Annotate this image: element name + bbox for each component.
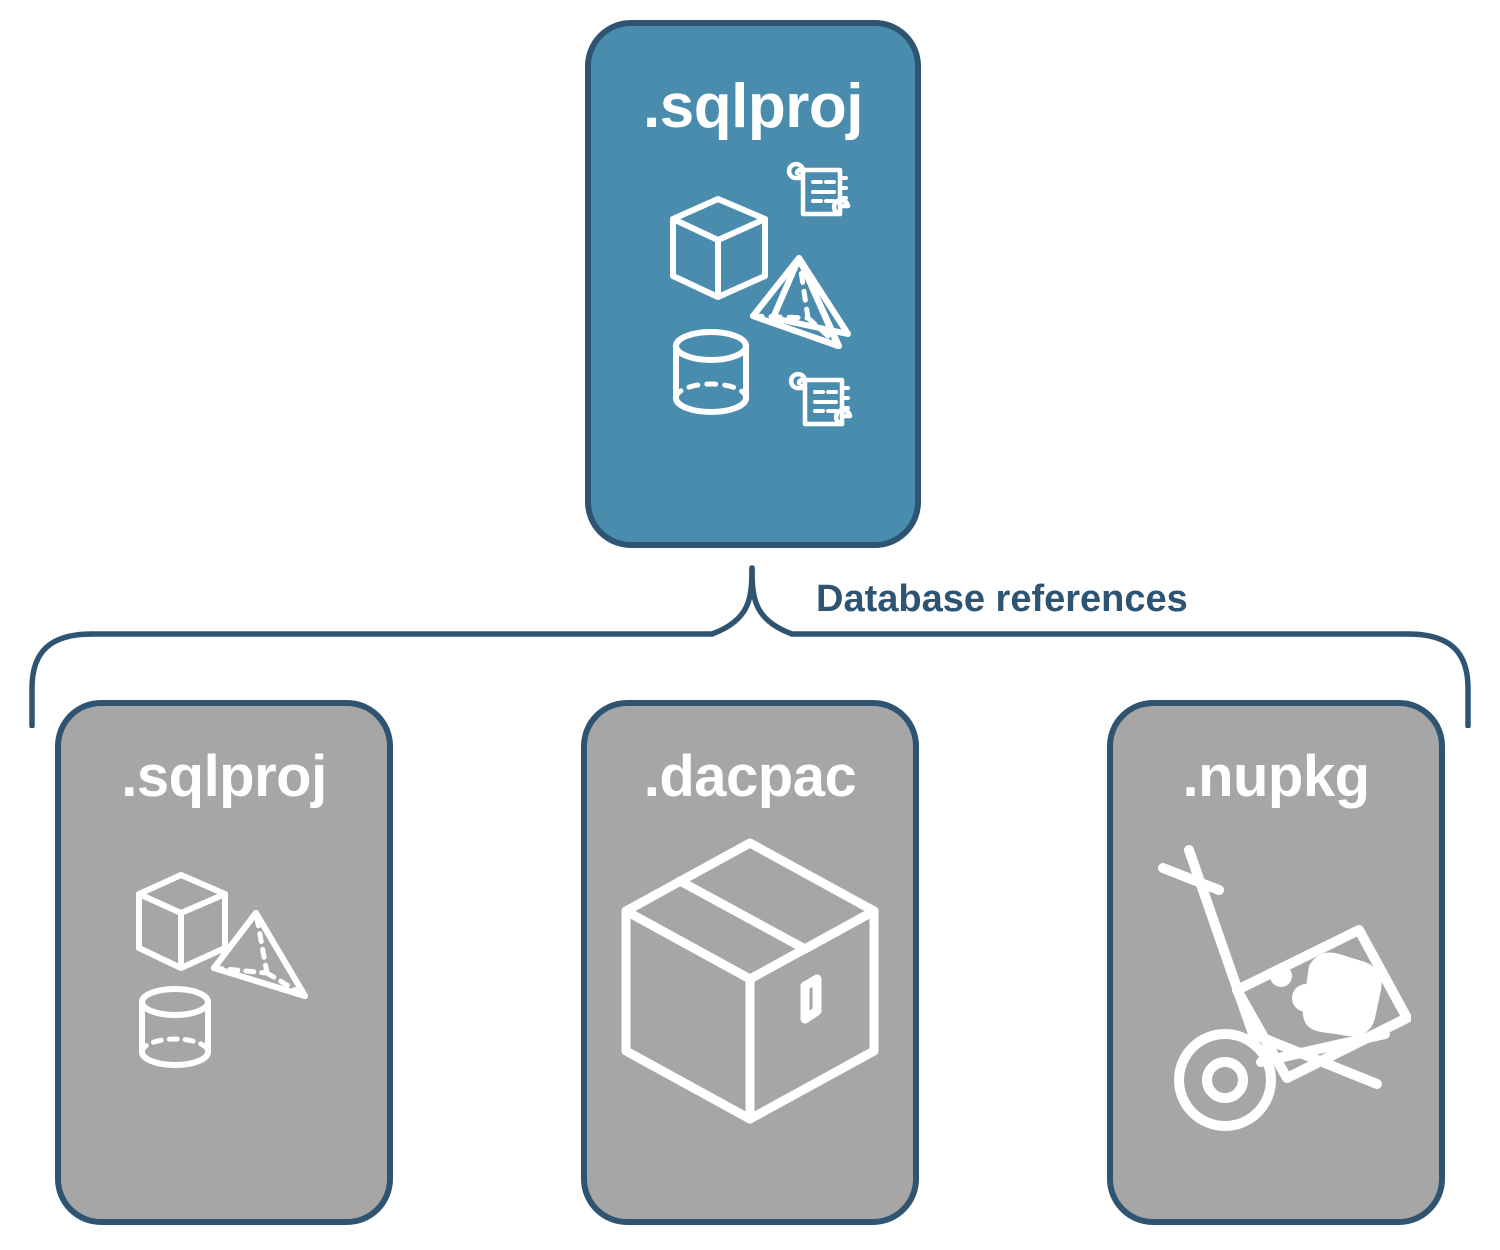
card-sqlproj-title: .sqlproj xyxy=(121,744,327,809)
pyramid-wireframe-icon xyxy=(211,910,308,999)
cylinder-wireframe-icon xyxy=(139,986,211,1068)
connector-label: Database references xyxy=(816,578,1188,620)
card-reference-nupkg[interactable]: .nupkg xyxy=(1107,700,1445,1225)
pyramid-wireframe-icon xyxy=(750,255,851,349)
database-shapes-icon-wrap xyxy=(119,856,329,1076)
card-reference-sqlproj[interactable]: .sqlproj xyxy=(55,700,393,1225)
card-root-title: .sqlproj xyxy=(643,72,863,141)
root-icon-group xyxy=(643,161,863,451)
package-box-icon xyxy=(621,838,879,1124)
database-shapes-icon xyxy=(136,872,308,1068)
nuget-hand-truck-icon xyxy=(1158,845,1412,1131)
database-objects-icon xyxy=(670,196,851,415)
card-dacpac-title: .dacpac xyxy=(643,744,857,809)
card-root-sqlproj[interactable]: .sqlproj xyxy=(585,20,921,548)
cube-wireframe-icon xyxy=(670,196,768,300)
database-references-brace xyxy=(29,565,1471,728)
package-box-icon-wrap xyxy=(612,831,888,1136)
scroll-icon xyxy=(788,371,853,427)
cube-wireframe-icon xyxy=(136,872,228,971)
scroll-icon xyxy=(786,161,851,217)
cylinder-wireframe-icon xyxy=(673,329,749,415)
card-reference-dacpac[interactable]: .dacpac xyxy=(581,700,919,1225)
nuget-hand-truck-icon-wrap xyxy=(1141,838,1412,1143)
card-nupkg-title: .nupkg xyxy=(1182,744,1370,809)
